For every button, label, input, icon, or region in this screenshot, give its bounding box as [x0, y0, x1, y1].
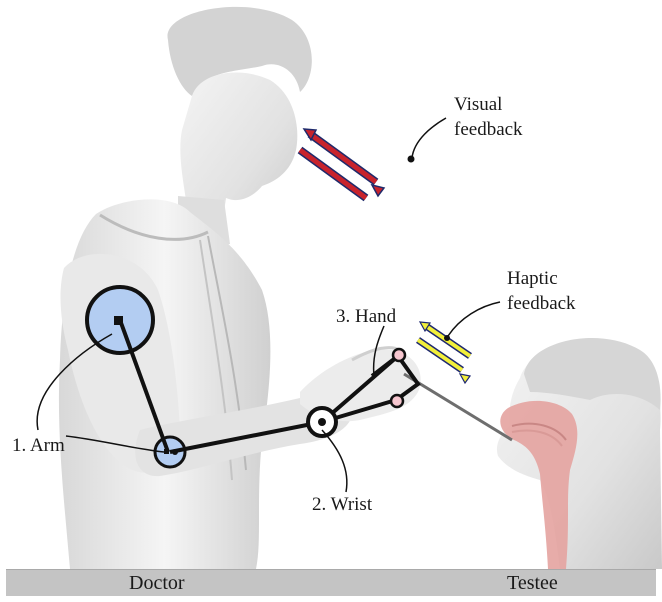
haptic-leader-dot	[444, 335, 450, 341]
wrist-label: 2. Wrist	[312, 494, 372, 516]
visual-feedback-arrows	[300, 129, 384, 198]
visual-feedback-line-2: feedback	[454, 117, 523, 142]
testee-label: Testee	[507, 572, 558, 595]
haptic-feedback-arrows	[418, 322, 470, 383]
visual-feedback-label: Visual feedback	[454, 92, 523, 142]
testee-figure	[497, 338, 662, 569]
visual-feedback-line-1: Visual	[454, 92, 523, 117]
arm-label: 1. Arm	[12, 435, 65, 457]
haptic-feedback-label: Haptic feedback	[507, 266, 576, 316]
wrist-joint	[308, 408, 336, 436]
doctor-label: Doctor	[129, 572, 185, 595]
footer-bar: Doctor Testee	[6, 569, 656, 596]
haptic-feedback-line-2: feedback	[507, 291, 576, 316]
haptic-feedback-line-1: Haptic	[507, 266, 576, 291]
hand-label: 3. Hand	[336, 306, 396, 328]
visual-leader-dot	[408, 156, 415, 163]
